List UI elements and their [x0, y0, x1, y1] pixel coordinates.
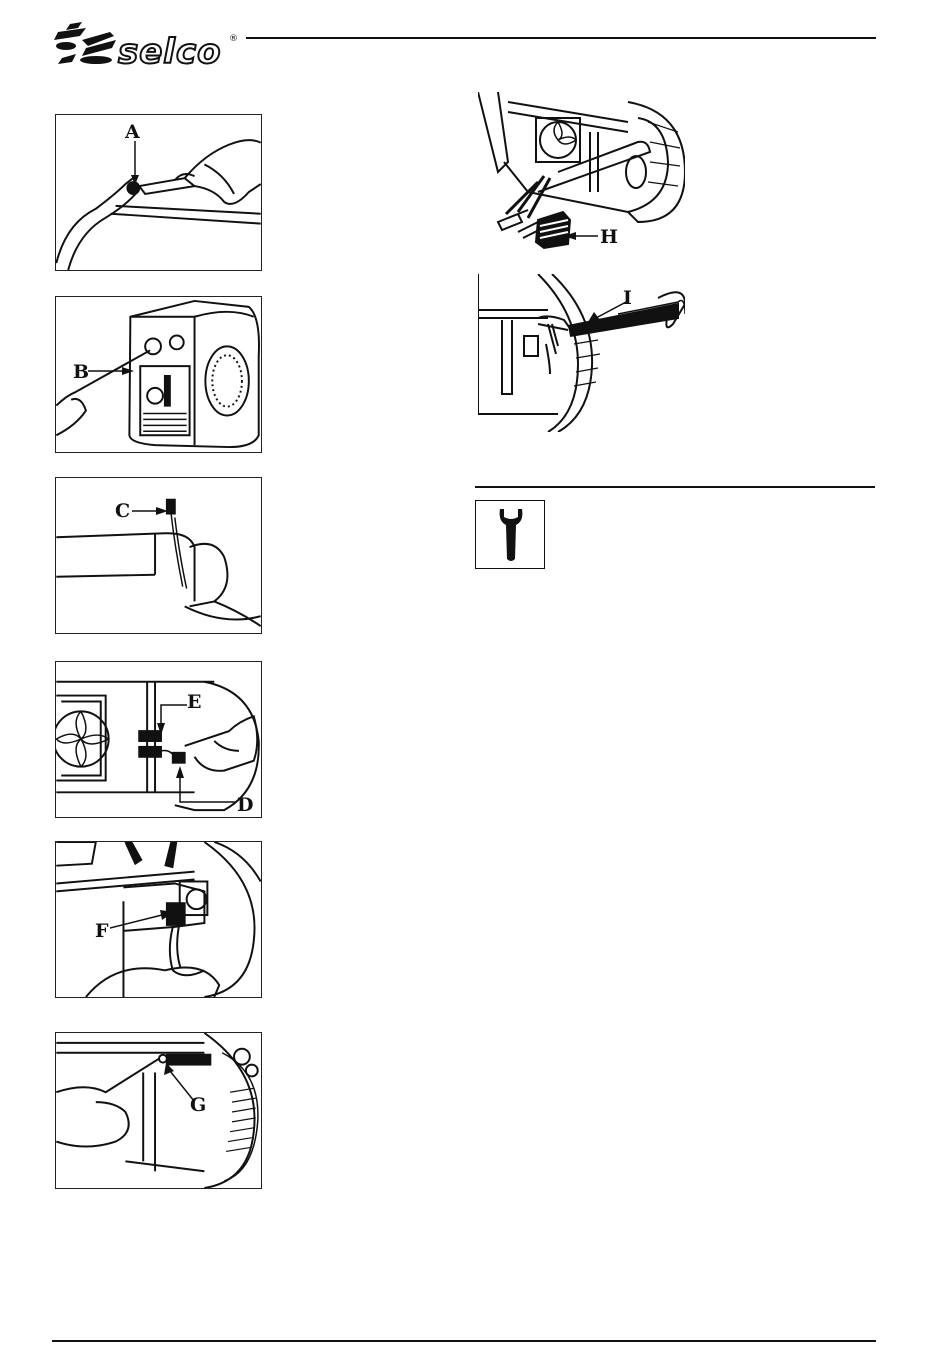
label-a: A	[125, 123, 140, 142]
label-b: B	[73, 363, 89, 382]
maintenance-icon-box	[475, 500, 545, 569]
figure-i: I	[478, 274, 685, 432]
arrow-h-icon	[564, 230, 598, 242]
arrow-b-icon	[88, 365, 134, 377]
brand-wordmark: selco	[118, 32, 221, 72]
wrench-icon	[496, 507, 526, 563]
header-rule	[246, 37, 876, 39]
figure-f: F	[55, 841, 262, 998]
arrow-e-icon	[157, 701, 187, 735]
figure-h: H	[478, 92, 685, 250]
figure-de: E D	[55, 661, 262, 818]
arrow-d-icon	[174, 764, 236, 806]
figure-a: A	[55, 114, 262, 271]
label-f: F	[95, 922, 109, 941]
registered-mark: ®	[229, 34, 238, 44]
footer-rule	[52, 1340, 876, 1342]
arrow-g-icon	[164, 1063, 194, 1101]
figure-b: B	[55, 296, 262, 453]
selco-logo-icon	[52, 18, 122, 68]
arrow-f-icon	[110, 908, 174, 932]
arrow-i-icon	[588, 300, 626, 322]
arrow-c-icon	[132, 505, 168, 517]
label-d: D	[237, 796, 253, 815]
figure-g: G	[55, 1032, 262, 1189]
label-h: H	[600, 228, 618, 247]
arrow-a-icon	[130, 141, 140, 185]
label-c: C	[115, 502, 130, 521]
section-rule	[475, 486, 875, 488]
figure-c: C	[55, 477, 262, 634]
label-e: E	[187, 693, 201, 712]
